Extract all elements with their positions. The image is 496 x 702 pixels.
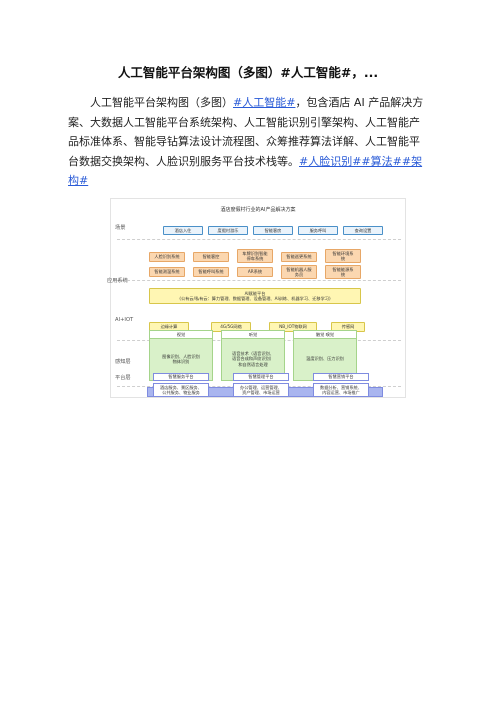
platform-col-head: 智慧营销平台: [313, 373, 369, 381]
platform-col-body: 办公管理、运营管理、 资产管理、市场运营: [233, 383, 289, 397]
section-label-aiot: AI+IOT: [115, 317, 134, 323]
app-item: 智能客控: [193, 252, 229, 262]
app-item: 智能机器人服 务员: [281, 265, 317, 279]
app-item: 智能巡更系统: [281, 252, 317, 262]
perception-col-body: 图像识别、人脸识别 物体识别: [162, 353, 200, 364]
scene-item: 度假村游乐: [208, 226, 248, 235]
platform-col-head: 智慧服务平台: [153, 373, 209, 381]
perception-col-head: 视觉: [149, 330, 213, 339]
perception-col-body: 温度识别、压力识别: [306, 356, 344, 362]
scene-item: 智能客房: [253, 226, 293, 235]
scene-item: 服务呼叫: [298, 226, 338, 235]
app-item: 智能测温系统: [149, 267, 185, 277]
intro-text-1: 人工智能平台架构图（多图）: [90, 96, 233, 109]
section-label-platform: 平台层: [115, 375, 131, 381]
scene-item: 酒店入住: [163, 226, 203, 235]
tag-link-face-algorithm[interactable]: #人脸识别##算法##架构#: [68, 154, 423, 188]
section-label-perception: 感知层: [115, 359, 131, 365]
page-title: 人工智能平台架构图（多图）#人工智能#，...: [117, 65, 379, 80]
tag-link-ai[interactable]: #人工智能#: [233, 96, 296, 109]
platform-col-head: 智慧管理平台: [233, 373, 289, 381]
app-item: 人脸识别系统: [149, 252, 185, 262]
perception-col-head: 触觉 嗅觉: [293, 330, 357, 339]
app-item: 车牌识别智能 停车系统: [237, 249, 273, 263]
perception-col-head: 听觉: [221, 330, 285, 339]
app-item: 智能能源系 统: [325, 265, 361, 279]
ai-enable-platform: AI赋能平台 (公有云/私有云：算力管理、数据管理、设备管理、AI训练、机器学习…: [149, 288, 361, 304]
app-item: AR系统: [237, 267, 273, 277]
section-scene: [117, 218, 401, 240]
section-label-app: 应用系统: [107, 278, 128, 284]
intro-text-2: ，包含酒店 AI 产品解决方案、大数据人工智能平台系统架构、人工智能识别引擎架构…: [68, 96, 424, 168]
platform-col-body: 数据分析、营销系统、 内容运营、市场推广: [313, 383, 369, 397]
intro-paragraph: 人工智能平台架构图（多图）#人工智能#，包含酒店 AI 产品解决方案、大数据人工…: [68, 93, 430, 191]
app-item: 智能环境系 统: [325, 249, 361, 263]
app-item: 智能呼叫系统: [193, 267, 229, 277]
platform-col-body: 酒店服务、景区服务、 公共服务、物业服务: [153, 383, 209, 397]
architecture-diagram: 酒店度假村行业的AI产品解决方案 场景 酒店入住 度假村游乐 智能客房 服务呼叫…: [107, 198, 406, 398]
perception-col-body: 语音技术（语音识别、 语音合成和声纹识别） 和自然语言处理: [232, 351, 274, 367]
section-app: [117, 240, 401, 281]
diagram-title: 酒店度假村行业的AI产品解决方案: [220, 207, 296, 213]
scene-item: 查询设置: [343, 226, 383, 235]
section-label-scene: 场景: [115, 225, 126, 231]
